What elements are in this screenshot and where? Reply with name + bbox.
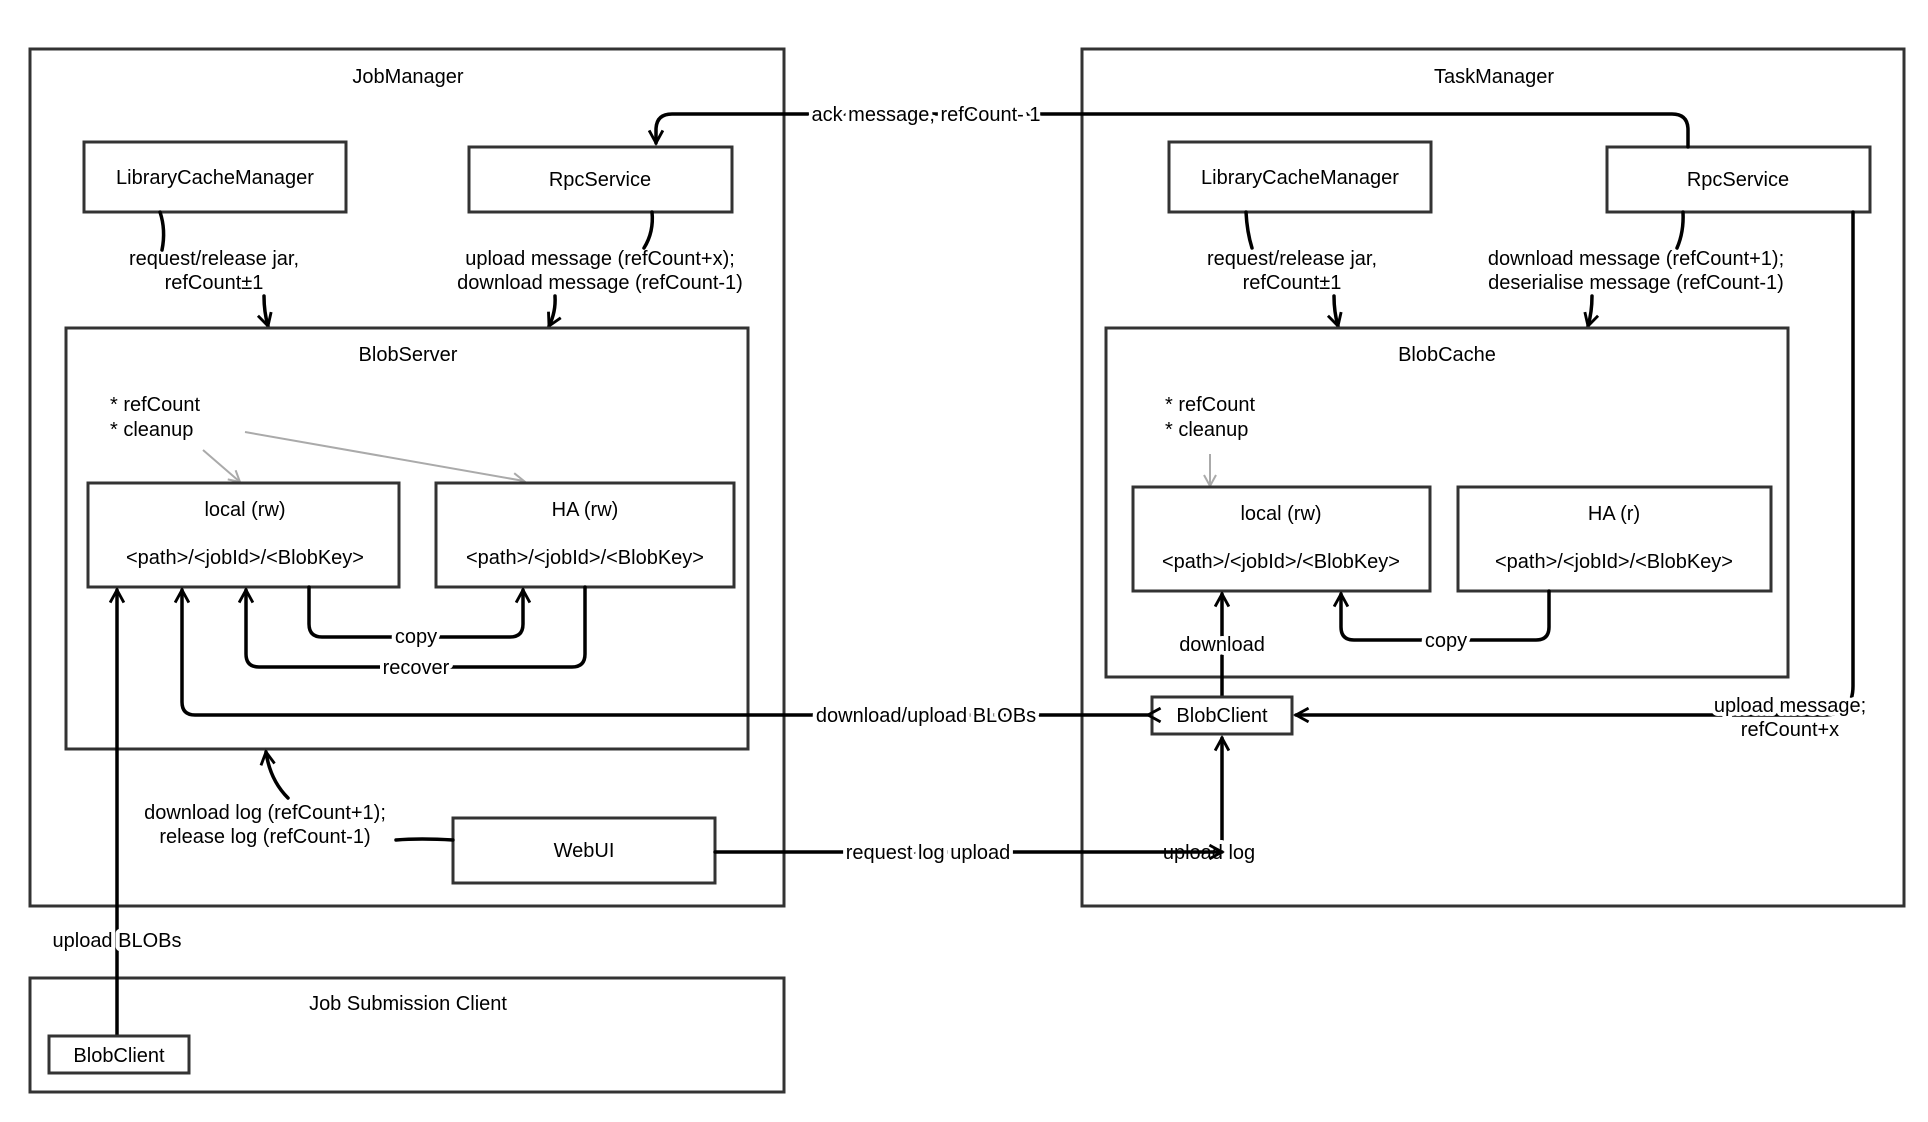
blobserver-note-to-ha-pointer — [244, 431, 524, 481]
blobserver-ha-path: <path>/<jobId>/<BlobKey> — [466, 547, 704, 569]
webui-to-blobserver-edge — [394, 837, 455, 842]
tm-lib-to-blobcache-edge — [1244, 210, 1254, 250]
jm-rpc-service-label: RpcService — [549, 169, 651, 191]
blobserver-note-refcount: * refCount — [110, 394, 200, 416]
blobserver-local-box — [86, 481, 401, 589]
tm-rpc-service-box — [1605, 145, 1872, 214]
tm-library-cache-manager-label: LibraryCacheManager — [1201, 167, 1399, 189]
jobmanager-title: JobManager — [352, 66, 464, 88]
tm-download-label: download — [1179, 634, 1265, 656]
tm-library-cache-manager-box — [1167, 140, 1433, 214]
ack-message-edge — [656, 112, 1690, 149]
taskmanager-title: TaskManager — [1434, 66, 1554, 88]
blobcache-ha-title: HA (r) — [1588, 503, 1640, 525]
tm-lib-to-blobcache-edge-tail — [1334, 294, 1338, 326]
blobserver-ha-title: HA (rw) — [552, 499, 619, 521]
tm-rpc-to-blobcache-edge — [1675, 210, 1685, 250]
jm-lib-edge-label-2: refCount±1 — [165, 272, 264, 294]
blobserver-title: BlobServer — [359, 344, 458, 366]
webui-label: WebUI — [554, 840, 615, 862]
jm-rpc-to-blobserver-edge — [642, 210, 655, 250]
jm-rpc-to-blobserver-edge-tail — [549, 294, 555, 326]
upload-blobs-label: upload BLOBs — [53, 930, 182, 952]
tm-upload-message-label-2: refCount+x — [1741, 719, 1839, 741]
webui-box — [451, 816, 717, 885]
blobcache-local-title: local (rw) — [1240, 503, 1321, 525]
webui-edge-label-2: release log (refCount-1) — [159, 826, 370, 848]
blobserver-recover-label: recover — [383, 657, 450, 679]
blobserver-local-title: local (rw) — [204, 499, 285, 521]
tm-lib-edge-label-1: request/release jar, — [1207, 248, 1377, 270]
blobserver-note-to-local-pointer — [202, 449, 240, 482]
jm-library-cache-manager-label: LibraryCacheManager — [116, 167, 314, 189]
request-log-upload-label: request log upload — [846, 842, 1011, 864]
blobcache-note-refcount: * refCount — [1165, 394, 1255, 416]
blobcache-note-cleanup: * cleanup — [1165, 419, 1248, 441]
blobcache-local-path: <path>/<jobId>/<BlobKey> — [1162, 551, 1400, 573]
jm-library-cache-manager-box — [82, 140, 348, 214]
blobcache-ha-path: <path>/<jobId>/<BlobKey> — [1495, 551, 1733, 573]
download-upload-blobs-edge — [182, 590, 1148, 715]
tm-upload-message-label-1: upload message; — [1714, 695, 1866, 717]
tm-rpc-edge-label-2: deserialise message (refCount-1) — [1488, 272, 1784, 294]
tm-rpc-edge-label-1: download message (refCount+1); — [1488, 248, 1784, 270]
blobcache-copy-label: copy — [1425, 630, 1467, 652]
blobcache-ha-box — [1456, 485, 1773, 593]
blobserver-copy-label: copy — [395, 626, 437, 648]
jm-lib-to-blobserver-edge-tail — [264, 294, 268, 326]
ack-message-label: ack message, refCount- 1 — [812, 104, 1041, 126]
blobcache-title: BlobCache — [1398, 344, 1496, 366]
tm-blob-client-box — [1150, 695, 1294, 736]
blobserver-ha-box — [434, 481, 736, 589]
jm-rpc-service-box — [467, 145, 734, 214]
tm-rpc-to-blobcache-edge-tail — [1588, 294, 1592, 326]
jsc-blob-client-label: BlobClient — [73, 1045, 165, 1067]
tm-rpc-service-label: RpcService — [1687, 169, 1789, 191]
jsc-blob-client-box — [47, 1034, 191, 1075]
webui-to-blobserver-edge-tail — [266, 752, 290, 800]
blobcache-copy-edge — [1341, 589, 1551, 642]
jm-lib-edge-label-1: request/release jar, — [129, 248, 299, 270]
blobcache-local-box — [1131, 485, 1432, 593]
jm-rpc-edge-label-1: upload message (refCount+x); — [465, 248, 735, 270]
tm-lib-edge-label-2: refCount±1 — [1243, 272, 1342, 294]
webui-edge-label-1: download log (refCount+1); — [144, 802, 386, 824]
download-upload-blobs-label: download/upload BLOBs — [816, 705, 1036, 727]
jm-rpc-edge-label-2: download message (refCount-1) — [457, 272, 743, 294]
blobserver-local-path: <path>/<jobId>/<BlobKey> — [126, 547, 364, 569]
tm-upload-message-edge — [1296, 210, 1855, 715]
tm-blob-client-label: BlobClient — [1176, 705, 1268, 727]
blobserver-note-cleanup: * cleanup — [110, 419, 193, 441]
jm-lib-to-blobserver-edge — [158, 210, 166, 252]
job-submission-client-title: Job Submission Client — [309, 993, 507, 1015]
